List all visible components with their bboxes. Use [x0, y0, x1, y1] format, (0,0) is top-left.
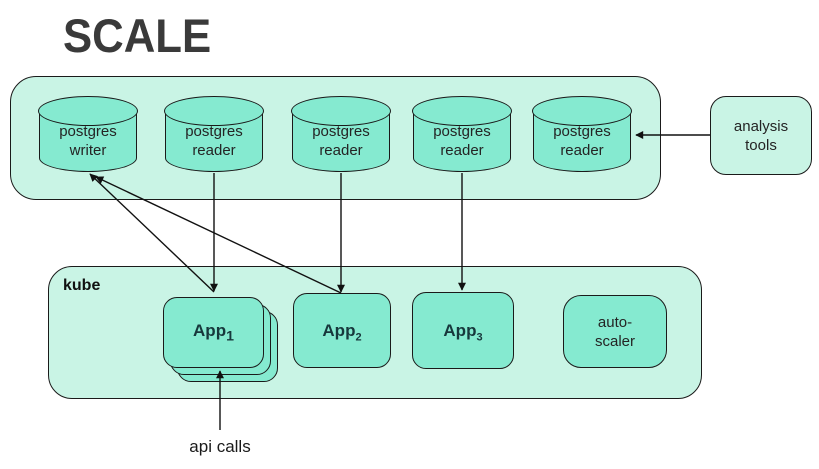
api-calls-label: api calls — [189, 437, 251, 456]
app1-label: App1 — [193, 320, 234, 345]
app3-label: App3 — [443, 321, 483, 344]
page-title: SCALE — [63, 9, 212, 62]
app1-replica-stack: App1 — [163, 297, 278, 383]
autoscaler-label: auto-scaler — [594, 313, 635, 350]
kube-label: kube — [63, 277, 101, 294]
autoscaler-box: auto-scaler — [563, 295, 667, 368]
app1-box: App1 — [163, 297, 264, 368]
app3-box: App3 — [412, 292, 514, 369]
app2-box: App2 — [293, 293, 391, 368]
app2-label: App2 — [322, 321, 362, 344]
